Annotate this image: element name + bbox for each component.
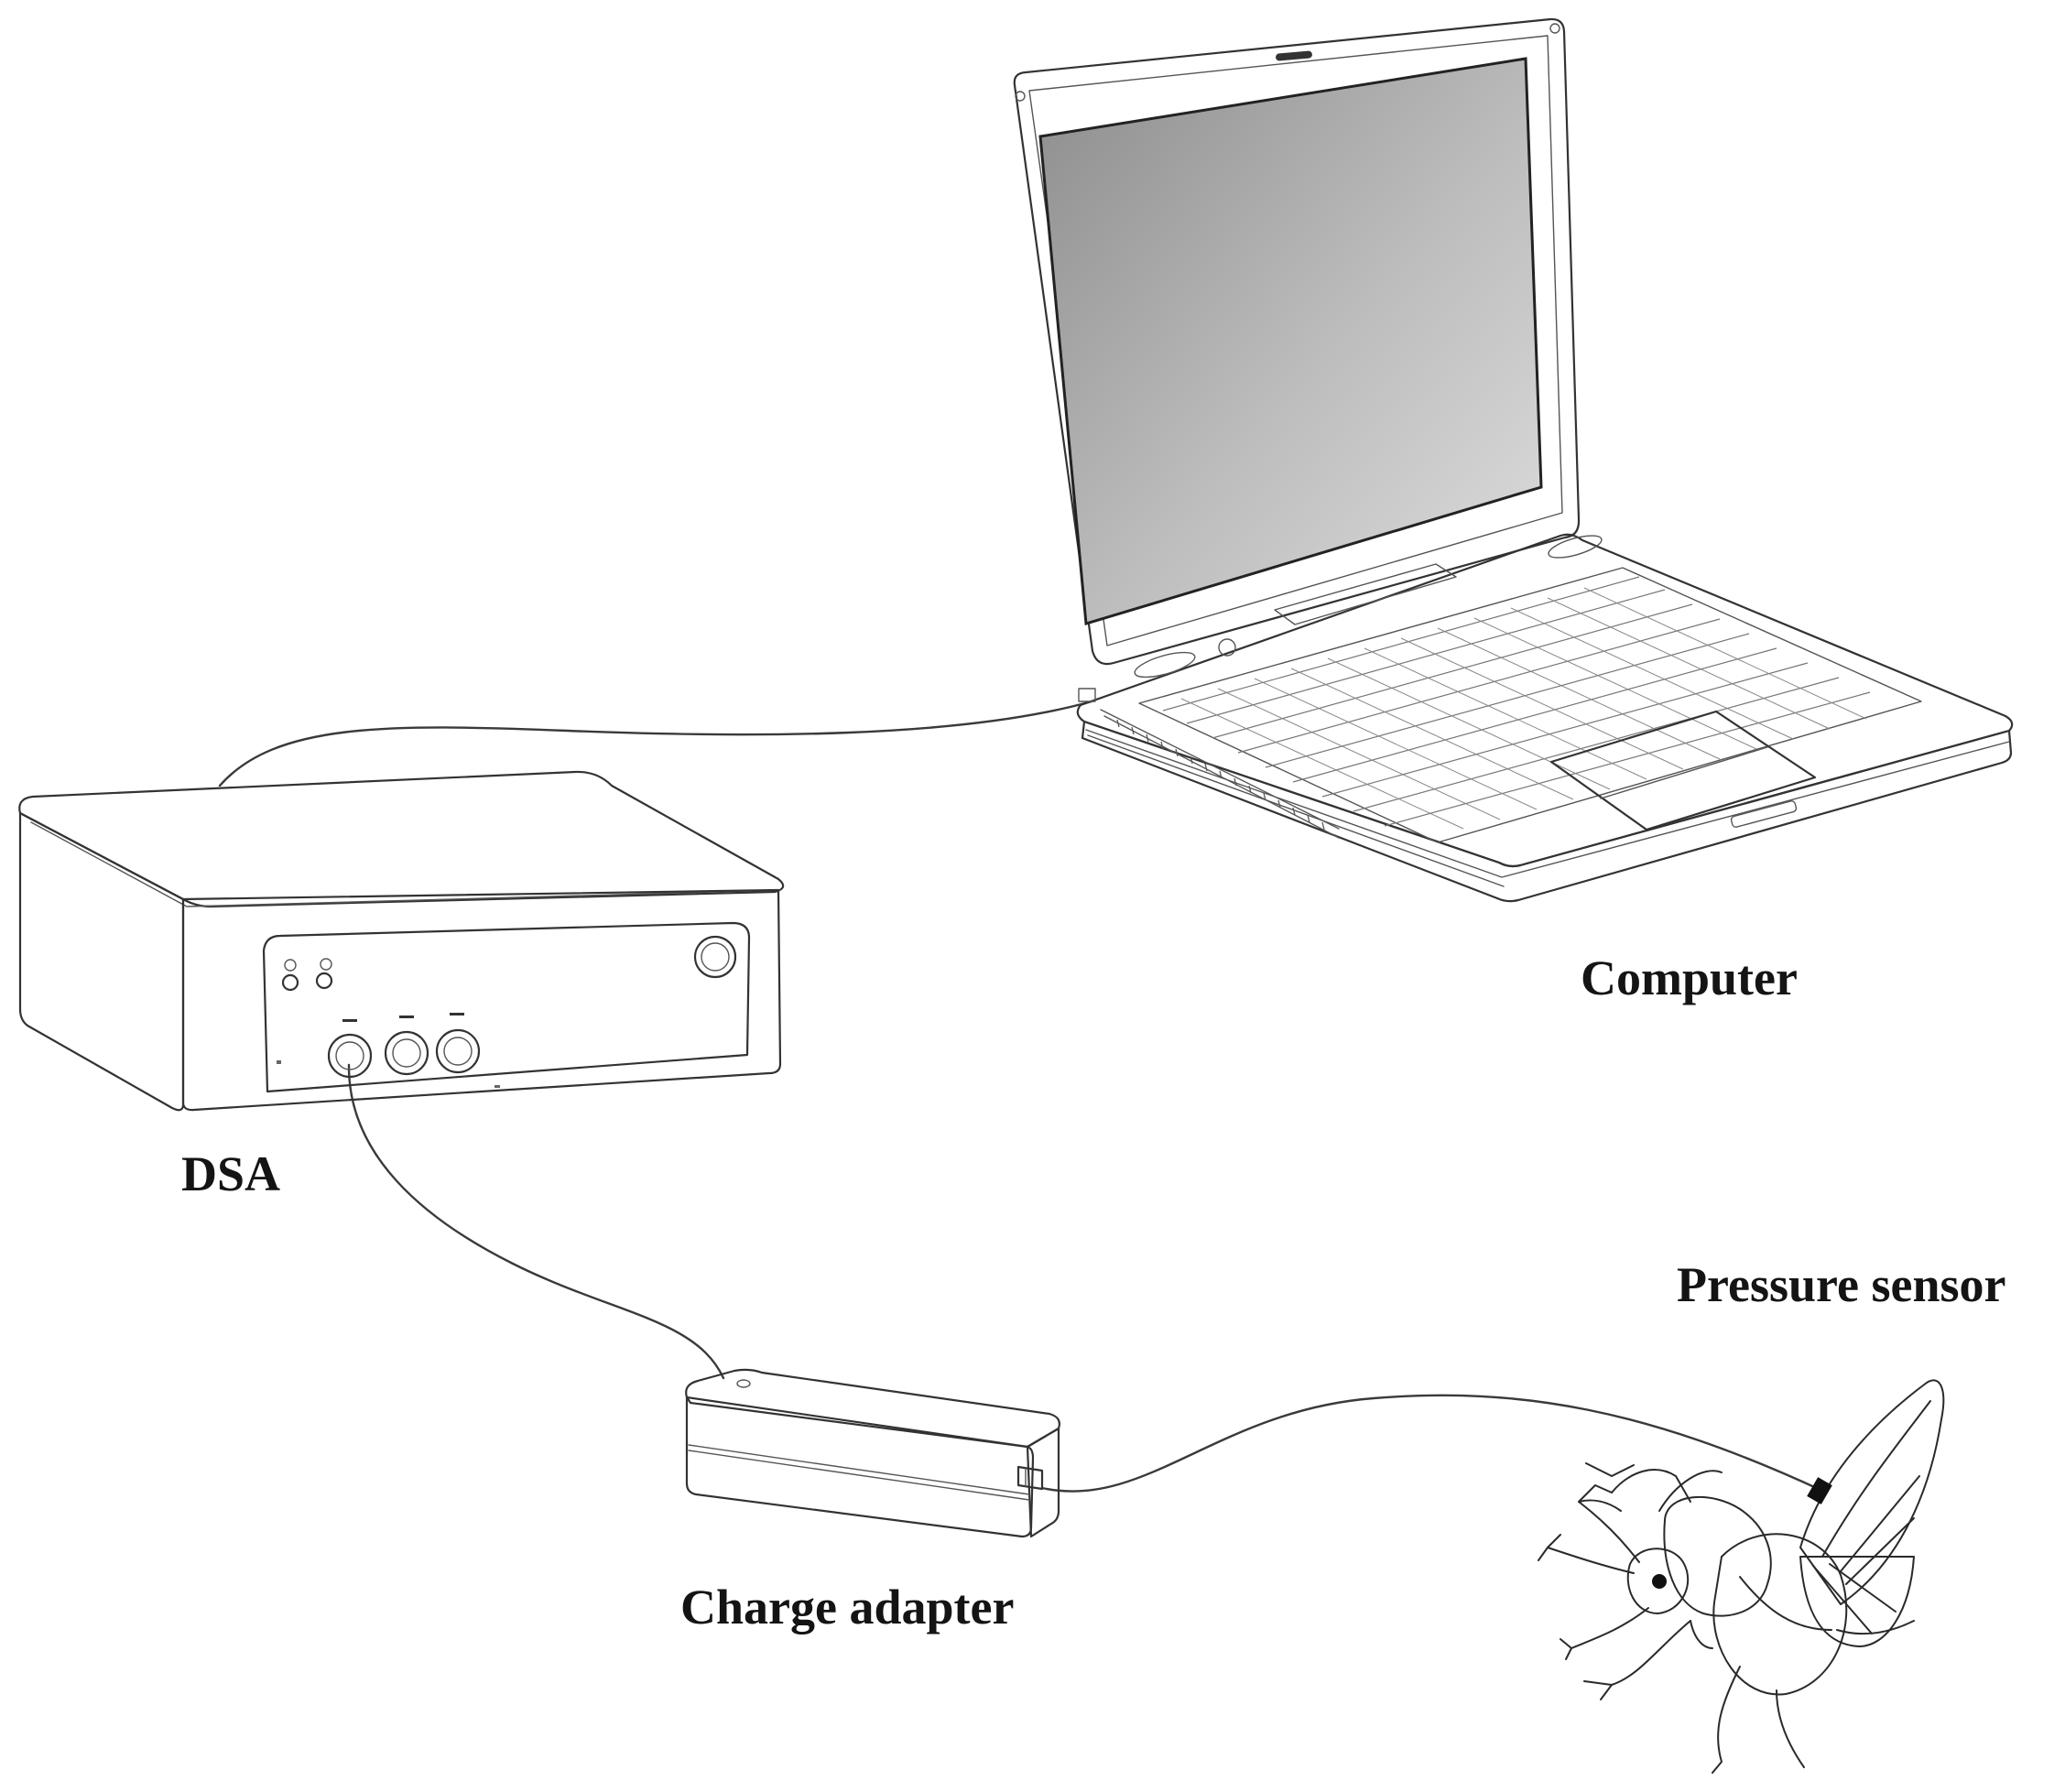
laptop-icon <box>1013 17 2014 903</box>
beetle-with-sensor-illustration <box>1538 1379 1945 1774</box>
power-brick-icon <box>685 1368 1060 1538</box>
laptop-screen <box>1038 57 1543 625</box>
cable-dsa-to-charge-adapter <box>347 1063 725 1380</box>
beetle-eye <box>1652 1574 1667 1589</box>
cable-dsa-to-computer <box>218 700 1093 787</box>
pressure-sensor-chip <box>1807 1477 1832 1504</box>
dsa-input-connectors <box>327 1028 481 1079</box>
laptop-trackpad <box>1549 710 1817 831</box>
cable-charge-adapter-to-sensor <box>1040 1394 1824 1493</box>
label-dsa: DSA <box>181 1146 281 1201</box>
label-pressure-sensor: Pressure sensor <box>1677 1257 2006 1312</box>
signal-analyzer-box-icon <box>18 770 785 1112</box>
label-charge-adapter: Charge adapter <box>680 1580 1015 1635</box>
cables <box>218 700 1824 1493</box>
label-computer: Computer <box>1581 950 1798 1005</box>
